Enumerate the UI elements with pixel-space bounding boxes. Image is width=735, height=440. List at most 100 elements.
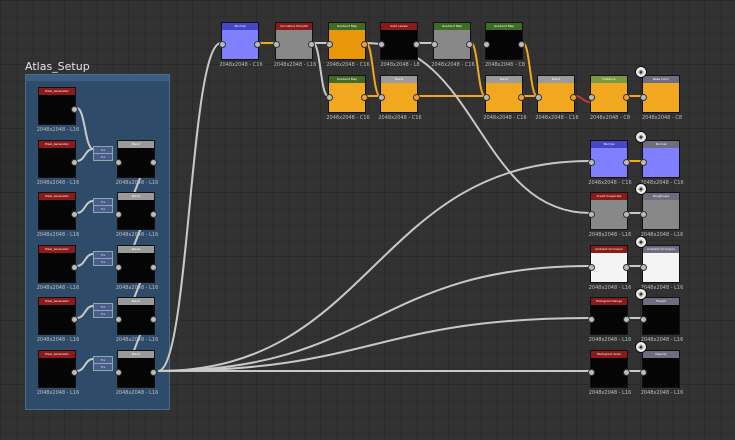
output-port[interactable]	[150, 369, 157, 376]
transform-node[interactable]: Tra	[93, 363, 113, 371]
input-port[interactable]	[640, 159, 647, 166]
node-title: Base Color	[643, 76, 679, 83]
output-port[interactable]	[254, 41, 261, 48]
output-port[interactable]	[71, 106, 78, 113]
input-port[interactable]	[535, 94, 542, 101]
input-port[interactable]	[378, 94, 385, 101]
output-port[interactable]	[150, 211, 157, 218]
input-port[interactable]	[483, 41, 490, 48]
input-port[interactable]	[640, 94, 647, 101]
transform-node[interactable]: Tra	[93, 153, 113, 161]
node-pg2[interactable]: Pixel_Generator 2048x2048 - L16	[37, 140, 79, 186]
output-port[interactable]	[71, 159, 78, 166]
node-hr[interactable]: Histogram Range 2048x2048 - L16	[588, 297, 631, 343]
input-port[interactable]	[588, 264, 595, 271]
node-ab2[interactable]: Blend 2048x2048 - L16	[115, 192, 158, 238]
output-port[interactable]	[623, 316, 630, 323]
input-port[interactable]	[588, 94, 595, 101]
output-port[interactable]	[361, 94, 368, 101]
node-pg4[interactable]: Pixel_Generator 2048x2048 - L16	[37, 245, 79, 291]
node-gm3[interactable]: Gradient Map 2048x2048 - C8	[483, 22, 525, 68]
output-port[interactable]	[623, 159, 630, 166]
input-port[interactable]	[326, 41, 333, 48]
node-n2[interactable]: Normal 2048x2048 - C16	[588, 140, 632, 186]
output-port[interactable]	[623, 369, 630, 376]
input-port[interactable]	[640, 264, 647, 271]
node-resolution: 2048x2048 - C8	[589, 115, 631, 121]
output-port[interactable]	[413, 94, 420, 101]
output-port[interactable]	[71, 211, 78, 218]
output-port[interactable]	[570, 94, 577, 101]
node-dist[interactable]: Distance 2048x2048 - C8	[588, 75, 630, 121]
wire	[76, 107, 94, 150]
node-outnormal[interactable]: Normal 2048x2048 - C16	[640, 140, 684, 186]
node-basecolor[interactable]: Base Color 2048x2048 - C8	[640, 75, 682, 121]
node-ao[interactable]: Ambient Occlusion 2048x2048 - L16	[588, 245, 631, 291]
node-outao[interactable]: Ambient Occlusion 2048x2048 - L16	[640, 245, 683, 291]
node-pg1[interactable]: Pixel_Generator 2048x2048 - L16	[37, 87, 79, 133]
node-al[interactable]: Auto Levels 2048x2048 - L8	[378, 22, 420, 68]
node-ab5[interactable]: Blend 2048x2048 - L16	[115, 350, 158, 396]
input-port[interactable]	[115, 264, 122, 271]
input-port[interactable]	[378, 41, 385, 48]
input-port[interactable]	[115, 159, 122, 166]
input-port[interactable]	[115, 316, 122, 323]
node-gm1[interactable]: Gradient Map 2048x2048 - C16	[326, 22, 370, 68]
output-port[interactable]	[71, 316, 78, 323]
input-port[interactable]	[640, 211, 647, 218]
input-port[interactable]	[588, 369, 595, 376]
transform-node[interactable]: Tra	[93, 310, 113, 318]
input-port[interactable]	[326, 94, 333, 101]
transform-node[interactable]: Tra	[93, 258, 113, 266]
transform-node[interactable]: Tra	[93, 205, 113, 213]
node-pg3[interactable]: Pixel_Generator 2048x2048 - L16	[37, 192, 79, 238]
node-gm2[interactable]: Gradient Map 2048x2048 - C16	[431, 22, 475, 68]
output-port[interactable]	[518, 41, 525, 48]
node-curv[interactable]: Curvature Smooth 2048x2048 - L16	[273, 22, 316, 68]
output-port[interactable]	[623, 211, 630, 218]
node-hs[interactable]: Histogram Scan 2048x2048 - L16	[588, 350, 631, 396]
node-inv[interactable]: Invert Grayscale 2048x2048 - L16	[588, 192, 631, 238]
input-port[interactable]	[115, 369, 122, 376]
output-port[interactable]	[150, 264, 157, 271]
output-port[interactable]	[150, 316, 157, 323]
input-port[interactable]	[115, 211, 122, 218]
node-resolution: 2048x2048 - L8	[380, 62, 420, 68]
input-port[interactable]	[588, 211, 595, 218]
node-height[interactable]: Height 2048x2048 - L16	[640, 297, 683, 343]
node-ab1[interactable]: Blend 2048x2048 - L16	[115, 140, 158, 186]
input-port[interactable]	[483, 94, 490, 101]
node-thumbnail	[643, 305, 679, 334]
node-opacity[interactable]: Opacity 2048x2048 - L16	[640, 350, 683, 396]
input-port[interactable]	[588, 159, 595, 166]
node-pg5[interactable]: Pixel_Generator 2048x2048 - L16	[37, 297, 79, 343]
output-port[interactable]	[308, 41, 315, 48]
input-port[interactable]	[431, 41, 438, 48]
output-badge-icon: ◈	[635, 131, 647, 143]
output-port[interactable]	[413, 41, 420, 48]
node-bl1[interactable]: Blend 2048x2048 - C16	[378, 75, 422, 121]
node-bl3[interactable]: Blend 2048x2048 - C16	[535, 75, 579, 121]
input-port[interactable]	[588, 316, 595, 323]
input-port[interactable]	[273, 41, 280, 48]
wire	[157, 160, 591, 372]
input-port[interactable]	[640, 316, 647, 323]
output-port[interactable]	[361, 41, 368, 48]
output-port[interactable]	[71, 369, 78, 376]
output-port[interactable]	[623, 264, 630, 271]
output-port[interactable]	[466, 41, 473, 48]
output-port[interactable]	[623, 94, 630, 101]
node-ab4[interactable]: Blend 2048x2048 - L16	[115, 297, 158, 343]
node-rough[interactable]: Roughness 2048x2048 - L16	[640, 192, 683, 238]
wire	[76, 305, 94, 319]
input-port[interactable]	[640, 369, 647, 376]
node-normal[interactable]: Normal 2048x2048 - C16	[219, 22, 263, 68]
node-pg6[interactable]: Pixel_Generator 2048x2048 - L16	[37, 350, 79, 396]
output-port[interactable]	[71, 264, 78, 271]
node-bl2[interactable]: Blend 2048x2048 - C16	[483, 75, 527, 121]
output-port[interactable]	[150, 159, 157, 166]
node-gm4[interactable]: Gradient Map 2048x2048 - C16	[326, 75, 370, 121]
node-ab3[interactable]: Blend 2048x2048 - L16	[115, 245, 158, 291]
input-port[interactable]	[219, 41, 226, 48]
output-port[interactable]	[518, 94, 525, 101]
